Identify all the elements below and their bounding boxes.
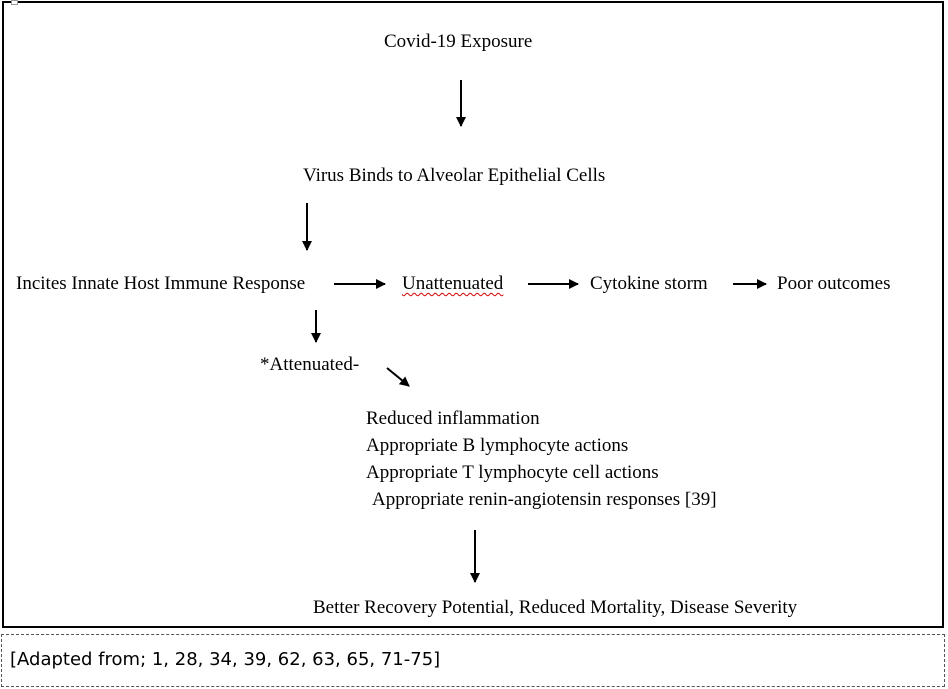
node-cytokine-storm: Cytokine storm	[590, 273, 708, 294]
figure-caption: [Adapted from; 1, 28, 34, 39, 62, 63, 65…	[10, 649, 441, 670]
caption-box: [Adapted from; 1, 28, 34, 39, 62, 63, 65…	[1, 634, 945, 687]
object-anchor-icon	[11, 0, 18, 5]
node-innate-response: Incites Innate Host Immune Response	[16, 273, 306, 294]
arrows-layer	[302, 80, 767, 583]
node-virus-binds: Virus Binds to Alveolar Epithelial Cells	[303, 165, 606, 186]
node-unattenuated: Unattenuated	[402, 273, 504, 294]
node-attenuated: *Attenuated-	[260, 354, 360, 375]
node-covid-exposure: Covid-19 Exposure	[384, 31, 533, 52]
effect-item: Reduced inflammation	[366, 408, 540, 429]
node-better-recovery: Better Recovery Potential, Reduced Morta…	[313, 597, 798, 618]
effect-item: Appropriate renin-angiotensin responses …	[372, 489, 717, 510]
effect-item: Appropriate T lymphocyte cell actions	[366, 462, 659, 483]
node-poor-outcomes: Poor outcomes	[777, 273, 891, 294]
diagram-frame	[2, 1, 944, 628]
arrow-attenuated-to-effects	[386, 367, 410, 387]
effect-item: Appropriate B lymphocyte actions	[366, 435, 629, 456]
